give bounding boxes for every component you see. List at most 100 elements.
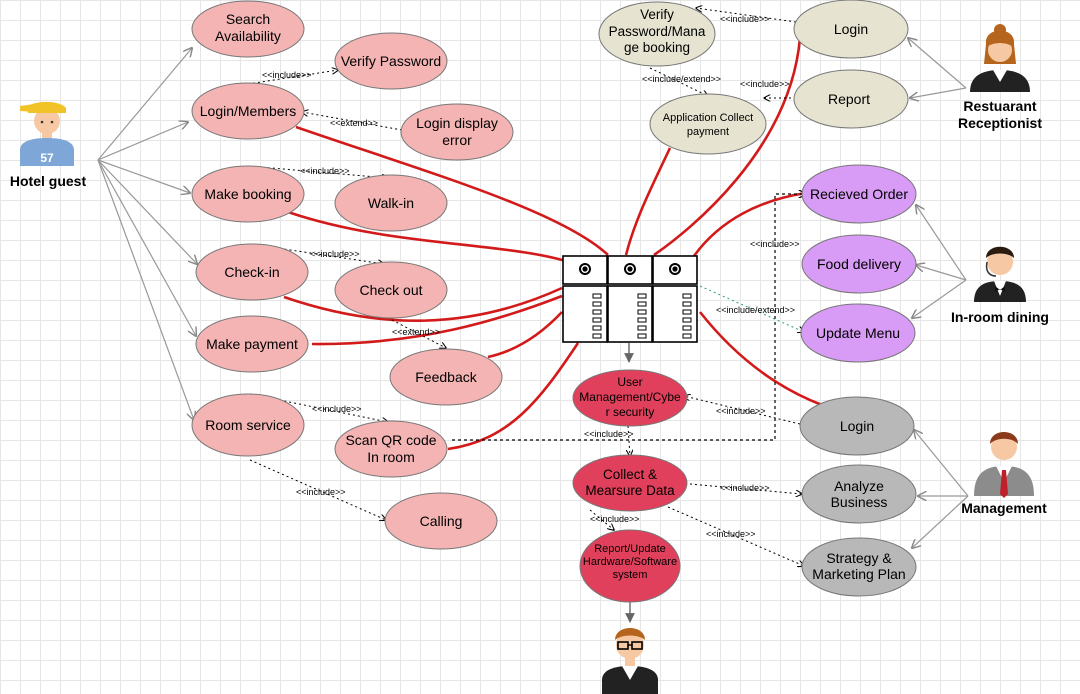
rel-collect-report: <<include>>	[590, 514, 640, 524]
hotel-guest-label: Hotel guest	[10, 173, 87, 189]
update-menu-connector	[699, 285, 804, 332]
uc-received-order[interactable]	[801, 164, 917, 224]
svg-text:Verify Password: Verify Password	[341, 53, 441, 69]
label-make-booking: Make booking	[204, 186, 291, 202]
label-room-service: Room service	[205, 417, 291, 433]
label-collect-1: Collect &	[603, 467, 657, 482]
label-usermgmt-1: User	[617, 375, 642, 389]
uc-update-menu[interactable]	[800, 303, 916, 363]
rel-collect-strategy: <<include>>	[706, 529, 756, 539]
label-scan-qr-1: Scan QR code	[345, 432, 436, 448]
uc-verify-password[interactable]	[334, 32, 448, 90]
svg-text:Food delivery: Food delivery	[817, 256, 901, 272]
label-strategy-2: Marketing Plan	[812, 566, 905, 582]
uc-check-out[interactable]	[334, 261, 448, 319]
in-room-dining-label: In-room dining	[951, 309, 1049, 325]
rel-room-qr: <<include>>	[312, 404, 362, 414]
uc-check-in[interactable]	[195, 243, 309, 301]
rel-report-app: <<include>>	[740, 79, 790, 89]
label-search-2: Availability	[215, 28, 281, 44]
management-actor: Management	[961, 432, 1047, 516]
label-food-delivery: Food delivery	[817, 256, 901, 272]
label-verify-password: Verify Password	[341, 53, 441, 69]
rel-room-calling: <<include>>	[296, 487, 346, 497]
svg-text:Make payment: Make payment	[206, 336, 298, 352]
label-collect-2: Mearsure Data	[585, 483, 675, 498]
uc-strategy-marketing[interactable]	[801, 537, 917, 597]
svg-text:Login: Login	[834, 21, 868, 37]
label-hw-2: Hardware/Software	[583, 556, 677, 568]
server-connectors	[283, 37, 823, 451]
label-check-out: Check out	[359, 282, 422, 298]
rel-server-menu: <<include/extend>>	[716, 305, 795, 315]
uc-login-display-error[interactable]	[400, 103, 514, 161]
receptionist-label-2: Receptionist	[958, 115, 1042, 131]
receptionist-actor: Restuarant Receptionist	[958, 24, 1042, 131]
relation-labels: <<include>> <<extend>> <<include>> <<inc…	[262, 14, 800, 539]
uc-login-members[interactable]	[191, 82, 305, 140]
label-vmb-1: Verify	[640, 7, 674, 22]
label-analyze-2: Business	[831, 494, 888, 510]
label-scan-qr-2: In room	[367, 449, 414, 465]
uc-make-booking[interactable]	[191, 165, 305, 223]
svg-text:Update Menu: Update Menu	[816, 325, 900, 341]
uc-make-payment[interactable]	[195, 315, 309, 373]
manager-icon	[974, 432, 1034, 498]
uc-food-delivery[interactable]	[801, 234, 917, 294]
label-login-management: Login	[840, 418, 874, 434]
label-vmb-3: ge booking	[624, 40, 690, 55]
label-check-in: Check-in	[224, 264, 279, 280]
uc-analyze-business[interactable]	[801, 464, 917, 524]
svg-text:Recieved Order: Recieved Order	[810, 186, 908, 202]
label-hw-1: Report/Update	[594, 543, 666, 555]
label-update-menu: Update Menu	[816, 325, 900, 341]
svg-text:Collect &Mearsure Data: Collect &Mearsure Data	[585, 467, 675, 498]
svg-text:Check out: Check out	[359, 282, 422, 298]
qr-to-order-connector	[452, 194, 806, 441]
label-login-error-2: error	[442, 132, 472, 148]
uc-walk-in[interactable]	[334, 174, 448, 232]
label-report: Report	[828, 91, 870, 107]
uc-report[interactable]	[793, 69, 909, 129]
in-room-dining-actor: In-room dining	[951, 246, 1049, 325]
label-received-order: Recieved Order	[810, 186, 908, 202]
label-login-members: Login/Members	[200, 103, 297, 119]
uc-feedback[interactable]	[389, 348, 503, 406]
hotel-guest-actor: 57 Hotel guest	[10, 101, 87, 189]
rel-usermgmt-collect: <<include>>	[584, 429, 634, 439]
label-calling: Calling	[420, 513, 463, 529]
rel-collect-analyze: <<include>>	[720, 483, 770, 493]
svg-text:Feedback: Feedback	[415, 369, 477, 385]
uc-collect-measure[interactable]	[572, 454, 688, 512]
label-strategy-1: Strategy &	[826, 550, 892, 566]
svg-text:Login/Members: Login/Members	[200, 103, 297, 119]
label-make-payment: Make payment	[206, 336, 298, 352]
uc-user-management[interactable]	[572, 369, 688, 427]
label-analyze-1: Analyze	[834, 478, 884, 494]
server-icon	[562, 255, 698, 343]
label-login-reception: Login	[834, 21, 868, 37]
uc-room-service[interactable]	[191, 393, 305, 457]
label-hw-3: system	[613, 569, 648, 581]
rel-login-verify-booking: <<include>>	[720, 14, 770, 24]
uc-search-availability[interactable]	[191, 0, 305, 58]
uc-verify-manage-booking[interactable]	[598, 1, 716, 67]
uc-scan-qr[interactable]	[334, 420, 448, 478]
uc-login-reception[interactable]	[793, 0, 909, 59]
uc-login-management[interactable]	[799, 396, 915, 456]
uc-report-update-hw[interactable]	[579, 529, 681, 603]
label-usermgmt-2: Management/Cybe	[579, 390, 681, 404]
receptionist-icon	[970, 24, 1030, 92]
uc-app-collect-payment[interactable]	[649, 93, 767, 155]
uc-calling[interactable]	[384, 492, 498, 550]
svg-text:Calling: Calling	[420, 513, 463, 529]
waiter-icon	[974, 246, 1026, 302]
rel-booking-walkin: <<include>>	[300, 166, 350, 176]
